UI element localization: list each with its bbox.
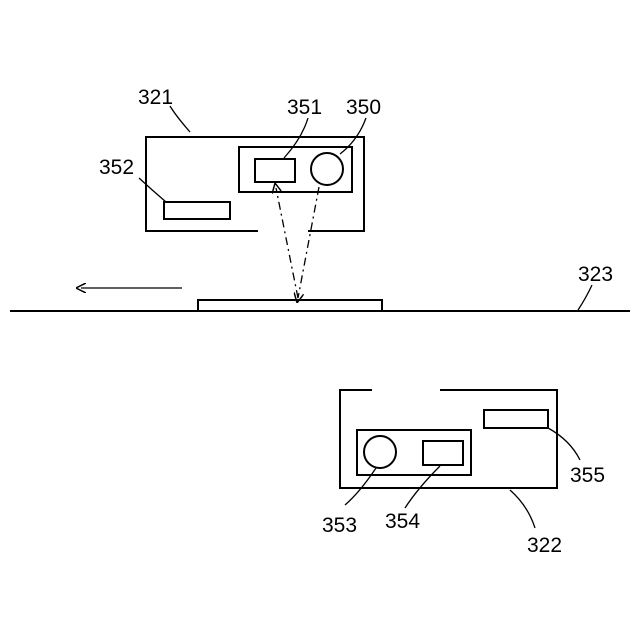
leader-lines bbox=[139, 106, 592, 528]
label-322: 322 bbox=[527, 534, 562, 557]
reflected-light-path bbox=[276, 188, 298, 298]
illumination-light-path bbox=[298, 187, 319, 298]
document-medium bbox=[198, 300, 382, 311]
label-323: 323 bbox=[578, 263, 613, 286]
label-350: 350 bbox=[346, 96, 381, 119]
label-321: 321 bbox=[138, 86, 173, 109]
upper-reading-unit bbox=[146, 137, 364, 231]
upper-image-sensor bbox=[255, 159, 295, 182]
leader-353 bbox=[345, 468, 376, 505]
lower-circuit-board bbox=[484, 410, 548, 428]
upper-circuit-board bbox=[164, 202, 230, 219]
label-354: 354 bbox=[385, 510, 420, 533]
leader-352 bbox=[139, 178, 166, 202]
lower-light-source bbox=[364, 436, 396, 468]
label-355: 355 bbox=[570, 464, 605, 487]
leader-323 bbox=[578, 285, 592, 310]
light-paths bbox=[276, 187, 319, 298]
leader-321 bbox=[170, 106, 190, 132]
label-352: 352 bbox=[99, 156, 134, 179]
lower-image-sensor bbox=[423, 441, 463, 465]
label-353: 353 bbox=[322, 514, 357, 537]
label-351: 351 bbox=[287, 96, 322, 119]
upper-light-source bbox=[311, 153, 343, 185]
leader-355 bbox=[548, 428, 580, 460]
leader-322 bbox=[510, 490, 535, 528]
